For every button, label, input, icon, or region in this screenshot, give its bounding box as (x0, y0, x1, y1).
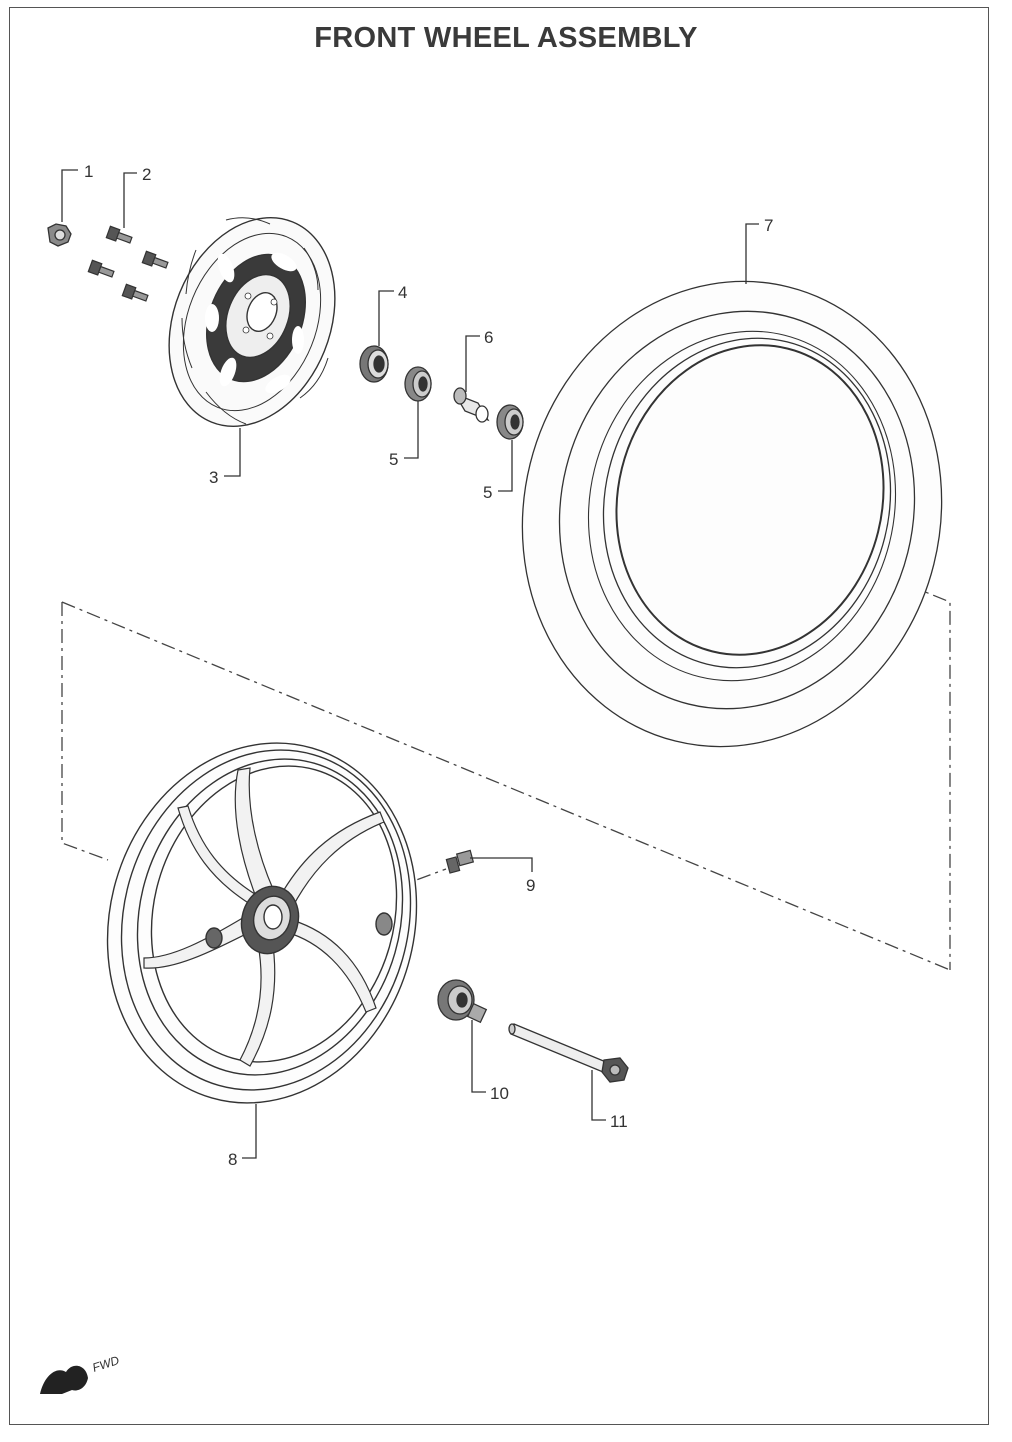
leader-lines (61, 169, 759, 1159)
callout-7: 7 (764, 216, 773, 235)
callout-8: 8 (228, 1150, 237, 1169)
callout-2: 2 (142, 165, 151, 184)
brake-disc-part (168, 216, 336, 428)
callout-9: 9 (526, 876, 535, 895)
callout-5a: 5 (389, 450, 398, 469)
nut-part (47, 223, 72, 247)
callout-10: 10 (490, 1084, 509, 1103)
callout-4: 4 (398, 283, 407, 302)
fwd-label: FWD (91, 1353, 122, 1375)
callout-6: 6 (484, 328, 493, 347)
distance-collar-part (453, 387, 490, 423)
wheel-rim-part (106, 742, 418, 1104)
callout-5b: 5 (483, 483, 492, 502)
forward-direction-indicator: FWD (40, 1353, 121, 1394)
callout-labels: 1 2 3 4 5 5 6 7 8 9 10 11 (84, 162, 773, 1169)
callout-3: 3 (209, 468, 218, 487)
callout-11: 11 (610, 1112, 628, 1131)
tire-part (521, 280, 943, 748)
page-title: FRONT WHEEL ASSEMBLY (314, 22, 698, 54)
fwd-arrow-icon (40, 1365, 88, 1394)
valve-part (445, 849, 475, 874)
bearing-right-part (496, 404, 524, 440)
axle-part (508, 1023, 629, 1083)
disc-bolts-part (87, 225, 169, 302)
callout-1: 1 (84, 162, 93, 181)
oil-seal-part (359, 345, 389, 383)
bearing-left-part (404, 366, 432, 402)
speedometer-gear-part (437, 979, 488, 1024)
